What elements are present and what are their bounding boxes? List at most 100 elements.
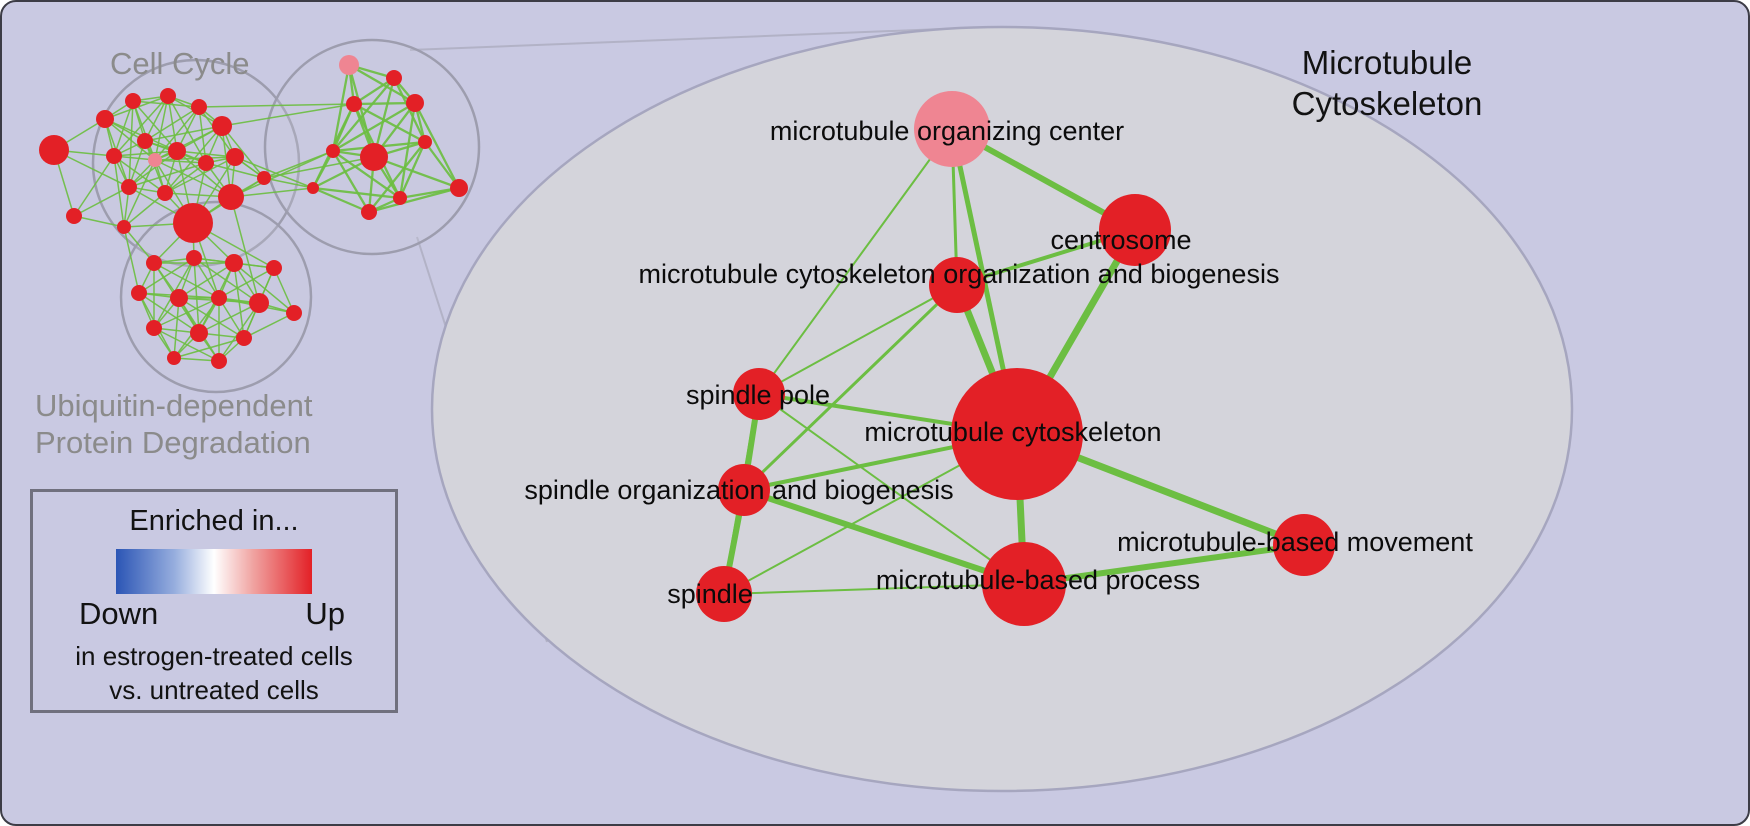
overview-edge (398, 102, 417, 199)
overview-node (121, 179, 137, 195)
legend-caption: in estrogen-treated cells vs. untreated … (33, 640, 395, 708)
overview-edge (273, 267, 295, 314)
overview-node (418, 135, 432, 149)
overview-node (198, 155, 214, 171)
overview-edge (332, 102, 416, 152)
overview-edge (128, 162, 207, 188)
legend-caption-line2: vs. untreated cells (109, 674, 319, 705)
edge-sob--mbp (741, 487, 1027, 587)
overview-edge (218, 267, 275, 299)
node-label-sob: spindle organization and biogenesis (524, 475, 953, 505)
overview-edge (347, 64, 376, 158)
overview-node (186, 250, 202, 266)
legend-title: Enriched in... (129, 505, 299, 537)
overview-edge (413, 102, 461, 189)
overview-cluster-circles (91, 38, 481, 394)
node-label-mbm: microtubule-based movement (1117, 527, 1473, 557)
overview-node (346, 96, 362, 112)
overview-edge (198, 302, 260, 334)
node-spindle (696, 566, 752, 622)
overview-edge (178, 297, 245, 339)
overview-node (450, 179, 468, 197)
overview-edge (113, 150, 178, 157)
overview-edge (123, 192, 166, 228)
node-moc (914, 91, 990, 167)
overview-node (106, 148, 122, 164)
legend-up-label: Up (305, 596, 345, 631)
node-label-centrosome: centrosome (1050, 225, 1191, 255)
overview-edge (234, 156, 314, 189)
overview-node (191, 99, 207, 115)
overview-edge (243, 312, 295, 339)
overview-node (39, 135, 69, 165)
overview-node (211, 290, 227, 306)
overview-edge (230, 187, 314, 198)
overview-edge (154, 106, 200, 161)
overview-edge (176, 150, 236, 158)
node-label-mbp: microtubule-based process (876, 565, 1200, 595)
overview-edge (233, 262, 295, 314)
overview-nodes (39, 55, 468, 369)
overview-edge (173, 297, 180, 359)
overview-edge (331, 64, 351, 152)
overview-edge (368, 186, 460, 214)
edge-mco--spindle-pole (758, 284, 958, 395)
node-mbp (982, 542, 1066, 626)
edge-spindle--mbp (723, 583, 1025, 595)
overview-node (266, 260, 282, 276)
overview-node (226, 148, 244, 166)
overview-edge (221, 103, 355, 127)
overview-edge (73, 155, 115, 217)
overview-node (160, 88, 176, 104)
node-label-moc: microtubule organizing center (770, 116, 1124, 146)
overview-edge (424, 141, 460, 189)
overview-node (146, 320, 162, 336)
overview-edge (353, 101, 416, 106)
overview-edge (113, 100, 134, 157)
overview-edge (144, 106, 200, 142)
overview-edge (198, 103, 355, 108)
overview-edge (205, 162, 265, 179)
overview-edge (263, 156, 375, 179)
overview-node (393, 191, 407, 205)
overview-node (307, 182, 319, 194)
cluster-label-ubiquitin-line1: Ubiquitin-dependent (35, 388, 313, 423)
magnified-nodes (696, 91, 1335, 626)
overview-edge (128, 140, 146, 188)
overview-node (66, 208, 82, 224)
overview-edge (132, 100, 156, 161)
overview-node (190, 324, 208, 342)
overview-node (249, 293, 269, 313)
overview-node (212, 116, 232, 136)
overview-edge (263, 177, 314, 189)
overview-node (286, 305, 302, 321)
overview-node (236, 330, 252, 346)
overview-edge (193, 257, 200, 334)
microtubule-title-line1: Microtubule (1301, 44, 1473, 81)
overview-edge (373, 155, 460, 190)
overview-edge (398, 141, 427, 199)
overview-node (360, 143, 388, 171)
overview-edge (332, 77, 395, 152)
node-mc (951, 368, 1083, 500)
overview-node (168, 142, 186, 160)
overview-edge (312, 186, 370, 214)
overview-node (173, 203, 213, 243)
edge-mco--sob (742, 283, 959, 492)
overview-edge (332, 150, 401, 199)
overview-edge (368, 141, 426, 213)
overview-edge (153, 297, 220, 329)
edge-mbp--mbm (1021, 542, 1307, 587)
overview-edge (138, 292, 200, 334)
cluster-label-ubiquitin: Ubiquitin-dependent Protein Degradation (35, 388, 313, 461)
overview-edge (144, 95, 169, 142)
overview-node (137, 133, 153, 149)
overview-edge (353, 102, 426, 144)
overview-edge (332, 150, 370, 213)
overview-node (225, 254, 243, 272)
node-spindle-pole (733, 368, 785, 420)
legend-down-label: Down (79, 596, 159, 631)
overview-edge (153, 262, 220, 299)
node-mco (929, 257, 985, 313)
